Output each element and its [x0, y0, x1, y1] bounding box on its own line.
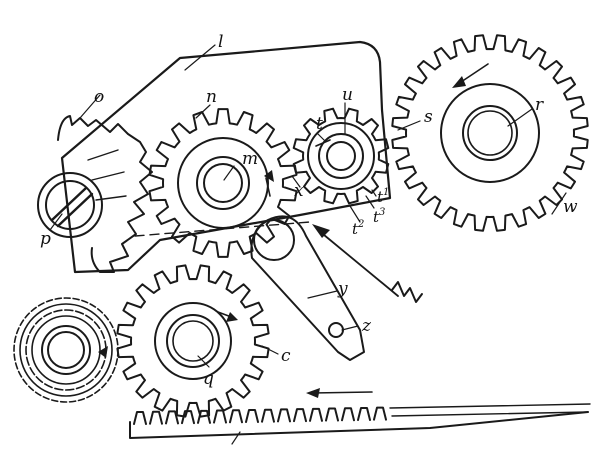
label-q: q [203, 369, 214, 389]
gear-n-teeth [148, 108, 298, 258]
screw-p-head [37, 172, 103, 238]
pawl-o [57, 115, 153, 273]
gear-q-bore-inner [172, 320, 214, 362]
label-s: s [424, 107, 433, 127]
label-t1: t1 [377, 187, 389, 206]
gear-w-bore-inner [467, 110, 513, 156]
screw-p-inner [45, 180, 95, 230]
label-l: l [218, 32, 223, 52]
spring-drum [13, 297, 119, 403]
spring-coil [391, 281, 423, 303]
gear-w-bore [462, 105, 518, 161]
rack [133, 406, 387, 425]
gear-u [292, 107, 390, 205]
gear-n [148, 108, 298, 258]
label-n: n [206, 87, 217, 107]
arrow-rack-left-head [306, 388, 320, 398]
label-p: p [40, 229, 51, 249]
label-t: t [316, 114, 323, 134]
screw-p-slot [50, 186, 94, 228]
gear-n-hub-inner [196, 156, 250, 210]
gear-q [116, 264, 270, 418]
gear-w-hub [440, 83, 540, 183]
label-w: w [563, 197, 578, 217]
arrow-q-rotation-head [226, 312, 238, 322]
lever-hub [253, 219, 295, 261]
gear-q-hub [154, 302, 232, 380]
rack-rails [389, 403, 591, 417]
label-u: u [342, 85, 353, 105]
gear-u-teeth [292, 107, 390, 205]
gear-n-bore [203, 163, 243, 203]
label-t2: t2 [352, 219, 364, 238]
label-y: y [337, 279, 348, 299]
gear-u-bore [326, 141, 356, 171]
gear-q-teeth [116, 264, 270, 418]
pawl-detail [87, 149, 127, 201]
gear-w [391, 34, 589, 232]
force-arrowhead [312, 224, 330, 238]
label-t3: t3 [373, 207, 385, 226]
arrow-u-rotation [315, 139, 331, 147]
rack-teeth [133, 406, 387, 425]
label-o: o [94, 87, 104, 107]
arrow-n-rotation [265, 177, 271, 197]
frame-plate-l [60, 40, 392, 274]
label-m: m [242, 149, 258, 169]
rack-body [129, 411, 589, 439]
arrow-rack-left [311, 391, 373, 394]
label-r: r [535, 95, 544, 115]
arrow-n-rotation-head [264, 170, 274, 182]
label-c: c [281, 346, 291, 366]
gear-w-teeth [391, 34, 589, 232]
arrow-w-rotation-head [452, 76, 466, 88]
label-x: x [294, 181, 304, 201]
gear-n-hub-outer [177, 137, 269, 229]
lever-pivot-z [328, 322, 344, 338]
gear-u-hub [307, 122, 375, 190]
lever-y [250, 215, 365, 361]
gear-u-bore-outer [318, 133, 364, 179]
arrow-drum-rotation [98, 346, 108, 358]
force-arrow [317, 229, 399, 297]
gear-q-bore [166, 314, 220, 368]
label-z: z [361, 316, 372, 336]
leader-lines [49, 44, 567, 445]
